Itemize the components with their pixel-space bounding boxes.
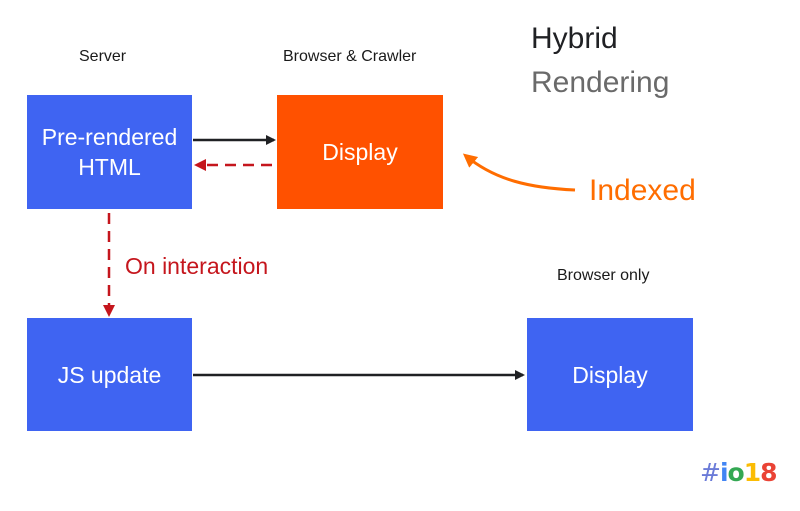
on-interaction-label: On interaction	[125, 253, 269, 279]
indexed-label: Indexed	[589, 174, 696, 207]
io-logo-i: i	[719, 458, 729, 487]
display-text-bottom: Display	[572, 361, 648, 388]
prerendered-html-text: Pre-rendered HTML	[41, 124, 178, 180]
display-box-browser-crawler: Display	[277, 95, 443, 209]
title-hybrid: Hybrid	[531, 22, 618, 55]
io-logo-8: 8	[760, 458, 777, 487]
io-logo-1: 1	[743, 458, 761, 487]
browser-only-label: Browser only	[557, 267, 650, 284]
google-io-18-logo: #io18	[700, 458, 778, 487]
server-label: Server	[79, 48, 127, 65]
browser-crawler-label: Browser & Crawler	[283, 48, 417, 65]
io-logo-hash: #	[700, 458, 721, 487]
arrow-indexed-to-display	[462, 153, 576, 192]
display-text-top: Display	[322, 139, 398, 165]
title-rendering: Rendering	[531, 66, 670, 99]
display-box-browser-only: Display	[527, 318, 693, 431]
js-update-text: JS update	[57, 361, 162, 388]
prerendered-html-box: Pre-rendered HTML	[27, 95, 192, 209]
js-update-box: JS update	[27, 318, 192, 431]
io-logo-o: o	[727, 458, 745, 487]
